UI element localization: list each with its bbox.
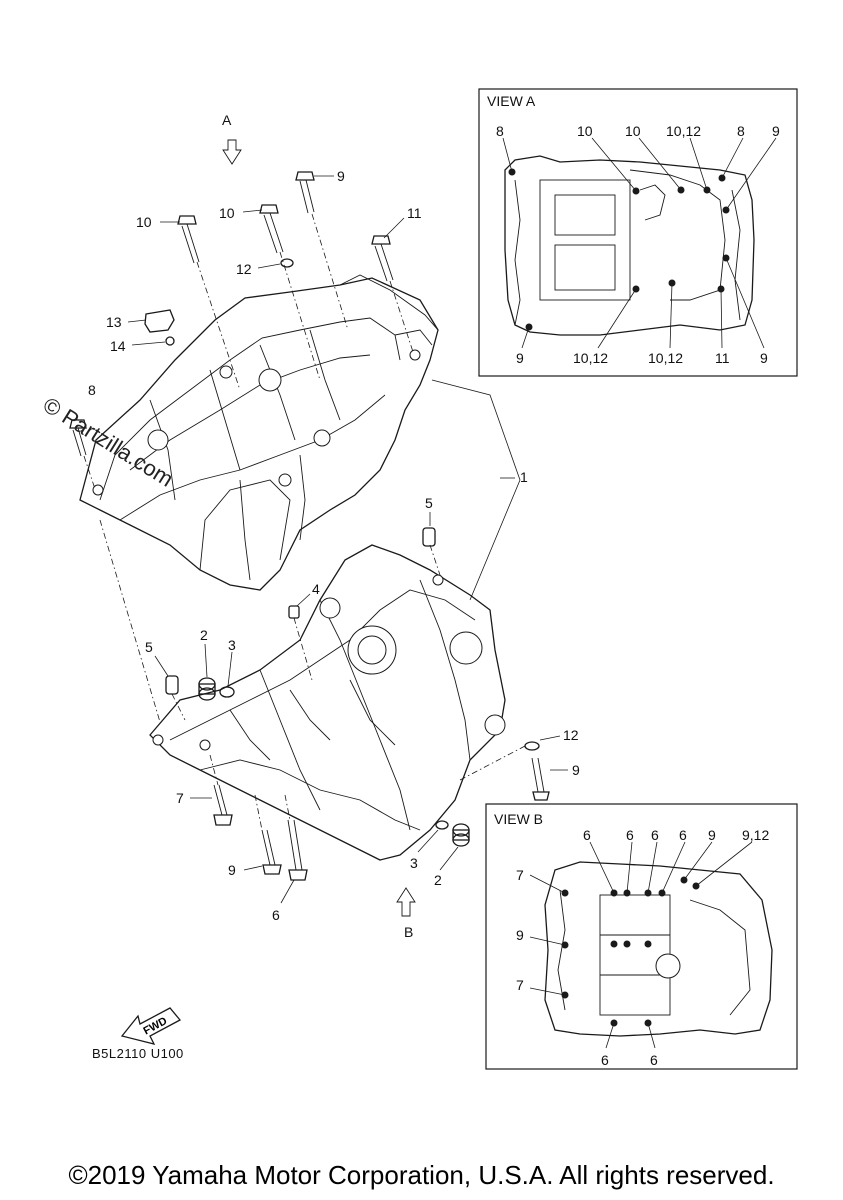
view-a-callout-10-12-b: 10,12 <box>648 350 683 366</box>
callout-14: 14 <box>110 338 126 354</box>
callout-2-right: 2 <box>434 872 442 888</box>
view-b-callout-9: 9 <box>708 827 716 843</box>
seal-2-right <box>452 823 470 847</box>
callout-13: 13 <box>106 314 122 330</box>
view-a-callout-8-left: 8 <box>496 123 504 139</box>
callout-10-a: 10 <box>136 214 152 230</box>
view-a-callout-8-right: 8 <box>737 123 745 139</box>
bolt-7 <box>209 754 233 826</box>
view-b-callout-7-bottom: 7 <box>516 977 524 993</box>
view-a-callout-9-bottom-right: 9 <box>760 350 768 366</box>
upper-crankcase <box>79 274 439 591</box>
view-b-callout-6-c: 6 <box>651 827 659 843</box>
callout-12-top: 12 <box>236 261 252 277</box>
view-a-callout-11: 11 <box>715 350 730 366</box>
bolt-6 <box>284 794 308 881</box>
callout-11: 11 <box>407 205 422 221</box>
view-b-callout-6-bottom-right: 6 <box>650 1052 658 1068</box>
view-a-callout-10-second: 10 <box>625 123 641 139</box>
callout-10-b: 10 <box>219 205 235 221</box>
washer-12-right <box>524 741 540 751</box>
callout-2-left: 2 <box>200 627 208 643</box>
callout-7: 7 <box>176 790 184 806</box>
callout-8: 8 <box>88 382 96 398</box>
plug-3-right <box>435 820 449 830</box>
view-b-title: VIEW B <box>494 811 543 827</box>
view-a-panel: VIEW A 8 10 10 10,12 <box>478 88 798 377</box>
seal-2-left <box>198 677 216 701</box>
view-b-callout-6-a: 6 <box>583 827 591 843</box>
callout-12-right: 12 <box>563 727 579 743</box>
callout-1: 1 <box>520 469 528 485</box>
callout-3-right: 3 <box>410 855 418 871</box>
copyright-notice: ©2019 Yamaha Motor Corporation, U.S.A. A… <box>68 1160 775 1190</box>
view-a-callout-10-12: 10,12 <box>666 123 701 139</box>
fwd-arrow: FWD <box>120 1007 182 1045</box>
view-a-title: VIEW A <box>487 93 536 109</box>
view-b-callout-7-top: 7 <box>516 867 524 883</box>
callout-9-bottom: 9 <box>228 862 236 878</box>
bolt-9-bottom <box>254 794 282 875</box>
view-a-callout-10-first: 10 <box>577 123 593 139</box>
callout-3-left: 3 <box>228 637 236 653</box>
dowel-5-right <box>422 527 436 547</box>
bolt-11 <box>371 235 415 356</box>
pin-4 <box>288 605 313 681</box>
oring-14 <box>165 336 175 346</box>
callout-9-top: 9 <box>337 168 345 184</box>
fwd-label: FWD <box>141 1015 169 1037</box>
dowel-5-left <box>165 675 186 721</box>
callout-5-left: 5 <box>145 639 153 655</box>
washer-12-top <box>280 258 294 268</box>
view-b-callout-6-b: 6 <box>626 827 634 843</box>
callout-5-right: 5 <box>425 495 433 511</box>
view-b-callout-6-bottom-left: 6 <box>601 1052 609 1068</box>
bolt-10-left <box>177 215 241 391</box>
cap-13 <box>144 309 175 333</box>
bolt-9-right <box>531 757 550 801</box>
bolt-8 <box>69 419 97 493</box>
view-b-panel: VIEW B 6 6 6 6 <box>485 803 798 1070</box>
view-a-arrow: A <box>222 112 242 165</box>
callout-6: 6 <box>272 907 280 923</box>
bolt-9-top <box>295 171 349 331</box>
view-b-arrow-label: B <box>404 924 413 940</box>
view-b-callout-6-d: 6 <box>679 827 687 843</box>
callout-9-right: 9 <box>572 762 580 778</box>
callout-4: 4 <box>312 581 320 597</box>
view-b-arrow: B <box>396 887 416 940</box>
diagram-code: B5L2110 U100 <box>92 1046 184 1061</box>
view-b-callout-9-left: 9 <box>516 927 524 943</box>
view-b-callout-9-12: 9,12 <box>742 827 769 843</box>
callouts-main: 10 10 9 11 12 13 14 8 1 5 4 5 2 3 7 9 6 <box>88 168 580 923</box>
view-a-callout-10-12-a: 10,12 <box>573 350 608 366</box>
view-a-arrow-label: A <box>222 112 232 128</box>
lower-crankcase <box>149 544 506 861</box>
view-a-callout-9-bottom-left: 9 <box>516 350 524 366</box>
view-a-callout-9-top: 9 <box>772 123 780 139</box>
